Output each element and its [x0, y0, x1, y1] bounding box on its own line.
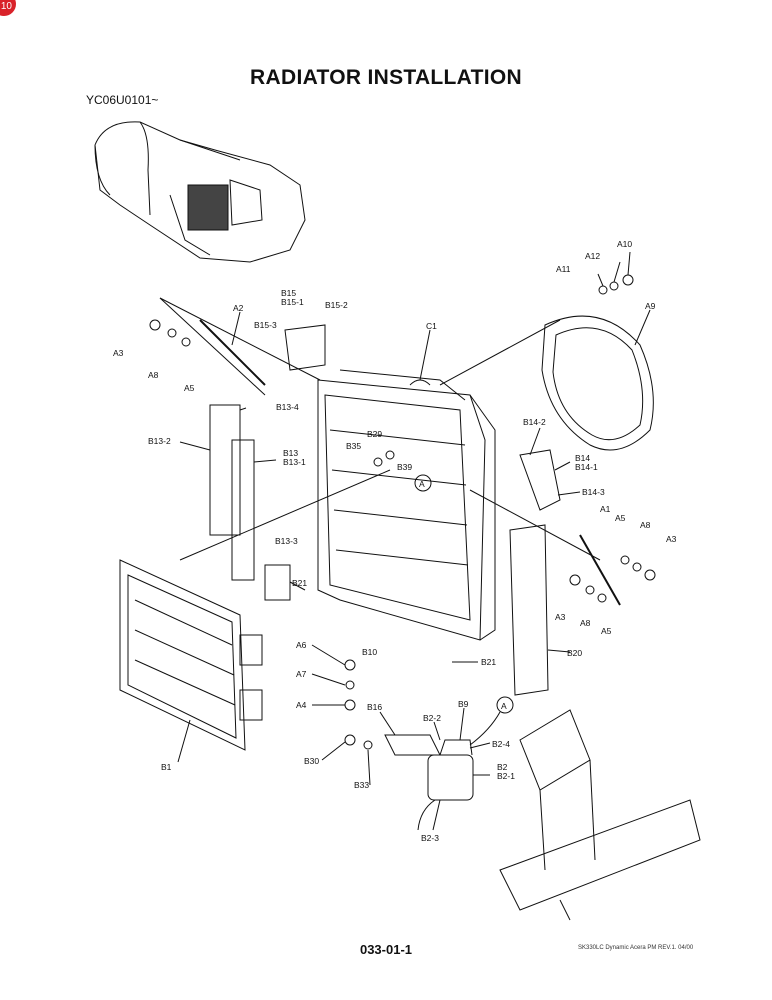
callout-A4: A4: [296, 700, 307, 710]
callout-A12: A12: [585, 251, 600, 261]
callout-B14-1: B14-1: [575, 462, 598, 472]
reference-marker-a-bottom: [496, 696, 514, 714]
callout-B9: B9: [458, 699, 469, 709]
callout-B2: B2: [497, 762, 508, 772]
callout-B13: B13: [283, 448, 298, 458]
document-footer: SK330LC Dynamic Acera PM REV.1. 04/00: [578, 945, 694, 951]
reference-marker-a-top: [414, 474, 432, 492]
serial-range: YC06U0101~: [86, 93, 159, 107]
side-seal-b13-2: [209, 404, 241, 536]
callout-B2-3: B2-3: [421, 833, 439, 843]
callout-B33: B33: [354, 780, 369, 790]
radiator-core-c1: [317, 369, 496, 641]
callout-B13-1: B13-1: [283, 457, 306, 467]
machine-overview-illustration: [94, 121, 306, 263]
callout-B21-top: B21: [292, 578, 307, 588]
callout-A5-mid: A5: [601, 626, 612, 636]
callout-B15-2: B15-2: [325, 300, 348, 310]
callout-B14-2: B14-2: [523, 417, 546, 427]
callout-ref-A-bottom: A: [501, 701, 507, 711]
callout-B13-2: B13-2: [148, 436, 171, 446]
bracket-b15: [284, 324, 326, 371]
callout-B35: B35: [346, 441, 361, 451]
page-number: 033-01-1: [359, 942, 413, 957]
callout-B2-2: B2-2: [423, 713, 441, 723]
callout-B39: B39: [397, 462, 412, 472]
callout-B13-3: B13-3: [275, 536, 298, 546]
callout-B30: B30: [304, 756, 319, 766]
oil-cooler-b1: [119, 559, 263, 751]
callout-A3-right: A3: [666, 534, 677, 544]
callout-A10: A10: [617, 239, 632, 249]
callout-B2-1: B2-1: [497, 771, 515, 781]
side-seal-b20: [509, 524, 549, 696]
page-title: RADIATOR INSTALLATION: [250, 66, 522, 89]
callout-A2: A2: [233, 303, 244, 313]
callout-B21-bottom: B21: [481, 657, 496, 667]
side-panel-b13: [231, 439, 255, 581]
callout-B1: B1: [161, 762, 172, 772]
callout-A5-left: A5: [184, 383, 195, 393]
callout-B10: B10: [362, 647, 377, 657]
page-badge: 10: [0, 0, 16, 16]
callout-B15-3: B15-3: [254, 320, 277, 330]
callout-B2-4: B2-4: [492, 739, 510, 749]
callout-A9: A9: [645, 301, 656, 311]
callout-B13-4: B13-4: [276, 402, 299, 412]
callout-B15-1: B15-1: [281, 297, 304, 307]
bracket-b16: [384, 734, 441, 756]
callout-A3-mid: A3: [555, 612, 566, 622]
callout-B14: B14: [575, 453, 590, 463]
fan-shroud-ring-a9: [541, 315, 654, 451]
reservoir-tank-b2: [417, 711, 501, 831]
callout-A8-left: A8: [148, 370, 159, 380]
callout-B14-3: B14-3: [582, 487, 605, 497]
callout-A1: A1: [600, 504, 611, 514]
callout-A8-mid: A8: [580, 618, 591, 628]
callout-A3-left: A3: [113, 348, 124, 358]
callout-A8-right: A8: [640, 520, 651, 530]
callout-B15: B15: [281, 288, 296, 298]
bracket-b14: [519, 449, 561, 511]
callout-B20: B20: [567, 648, 582, 658]
callout-C1: C1: [426, 321, 437, 331]
callout-A11: A11: [556, 264, 571, 274]
seal-block-b13-3: [264, 564, 291, 601]
callout-A7: A7: [296, 669, 307, 679]
callout-A6: A6: [296, 640, 307, 650]
machine-frame: [499, 709, 701, 921]
callout-ref-A-top: A: [419, 479, 425, 489]
callout-B16: B16: [367, 702, 382, 712]
callout-A5-right: A5: [615, 513, 626, 523]
callout-B29: B29: [367, 429, 382, 439]
